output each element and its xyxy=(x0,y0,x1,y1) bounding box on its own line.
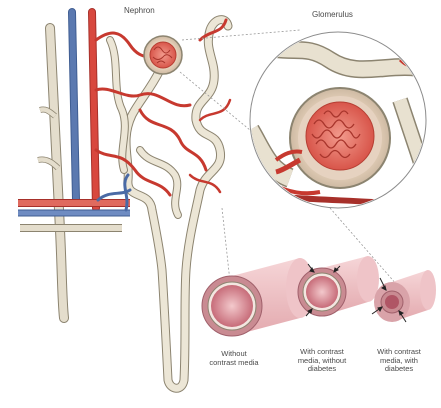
nephron-label: Nephron xyxy=(124,6,155,15)
glomerulus-detail xyxy=(250,32,430,208)
small-glomerulus xyxy=(144,36,182,74)
horizontal-vessels xyxy=(18,203,130,228)
vessel-without-contrast xyxy=(202,258,314,336)
glomerulus-label: Glomerulus xyxy=(312,10,353,19)
caption-without-contrast: Without contrast media xyxy=(204,350,264,367)
caption-contrast-no-diabetes: With contrast media, without diabetes xyxy=(290,348,354,374)
vessel-contrast-no-diabetes xyxy=(298,256,379,316)
vein-vertical xyxy=(72,12,76,200)
artery-vertical xyxy=(92,12,96,208)
collecting-duct xyxy=(38,28,64,318)
caption-contrast-diabetes: With contrast media, with diabetes xyxy=(366,348,432,374)
vessel-contrast-diabetes xyxy=(372,270,436,322)
